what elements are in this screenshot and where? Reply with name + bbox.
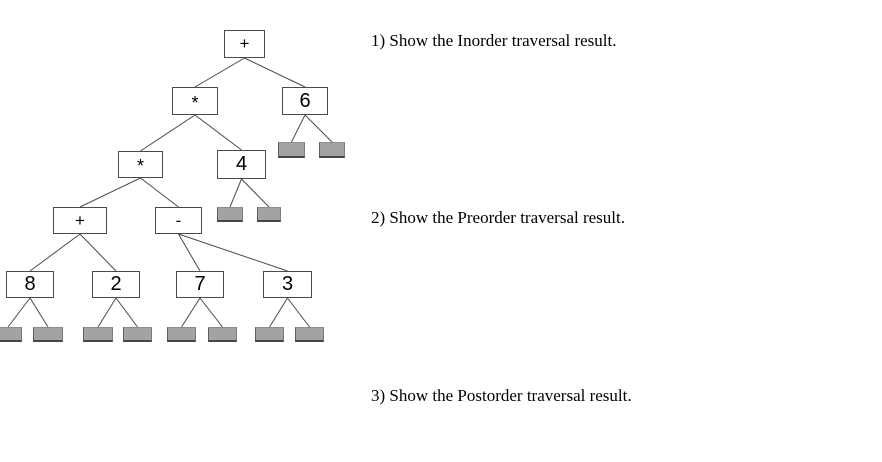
tree-null-leaf-null-3-l (255, 327, 284, 342)
tree-edge (244, 57, 306, 88)
tree-null-leaf-null-3-r (295, 327, 324, 342)
tree-node-label: 4 (235, 153, 248, 175)
tree-null-leaf-null-2-r (123, 327, 152, 342)
tree-node-minus: - (155, 207, 202, 234)
tree-node-four: 4 (217, 150, 266, 179)
tree-null-leaf-null-8-r (33, 327, 63, 342)
tree-edge (199, 297, 223, 328)
tree-edge (229, 178, 242, 208)
tree-node-eight: 8 (6, 271, 54, 298)
tree-node-mul-1: * (172, 87, 218, 115)
tree-edge (97, 297, 117, 328)
tree-null-leaf-null-8-l (0, 327, 22, 342)
tree-node-label: 8 (24, 273, 36, 295)
tree-null-leaf-null-2-l (83, 327, 113, 342)
tree-edge (178, 233, 288, 272)
tree-edge (140, 177, 179, 208)
tree-edge (29, 297, 49, 328)
tree-node-two: 2 (92, 271, 140, 298)
tree-node-label: 2 (110, 273, 122, 295)
tree-null-leaf-null-4-l (217, 207, 243, 222)
tree-edge (291, 114, 306, 143)
tree-null-leaf-null-7-r (208, 327, 237, 342)
tree-edge (269, 297, 288, 328)
tree-edge (304, 114, 333, 143)
tree-node-label: 7 (194, 273, 206, 295)
tree-node-label: - (175, 210, 182, 230)
tree-null-leaf-null-6-r (319, 142, 345, 158)
tree-edge (115, 297, 138, 328)
question-postorder: 3) Show the Postorder traversal result. (371, 386, 632, 405)
tree-edge (29, 233, 81, 272)
tree-node-six: 6 (282, 87, 328, 115)
tree-edge (178, 233, 201, 272)
tree-null-leaf-null-7-l (167, 327, 196, 342)
tree-node-label: 6 (299, 89, 311, 112)
question-preorder: 2) Show the Preorder traversal result. (371, 208, 625, 227)
tree-null-leaf-null-4-r (257, 207, 281, 222)
tree-node-plus-2: + (53, 207, 107, 234)
tree-edge (194, 114, 242, 151)
tree-edge (287, 297, 310, 328)
tree-edge (7, 297, 31, 328)
tree-node-label: 3 (281, 273, 294, 295)
tree-node-three: 3 (263, 271, 312, 298)
tree-edge (194, 57, 245, 88)
tree-node-label: + (239, 34, 250, 53)
question-inorder: 1) Show the Inorder traversal result. (371, 31, 617, 50)
tree-edge (140, 114, 196, 152)
tree-node-label: * (191, 92, 199, 113)
tree-edge (79, 233, 117, 272)
tree-node-mul-2: * (118, 151, 163, 178)
tree-node-label: + (75, 210, 85, 230)
tree-node-seven: 7 (176, 271, 224, 298)
tree-null-leaf-null-6-l (278, 142, 305, 158)
tree-edge (181, 297, 201, 328)
tree-edge (79, 177, 141, 208)
tree-edge (241, 178, 270, 208)
tree-node-label: * (136, 156, 144, 176)
tree-node-plus-root: + (224, 30, 265, 58)
